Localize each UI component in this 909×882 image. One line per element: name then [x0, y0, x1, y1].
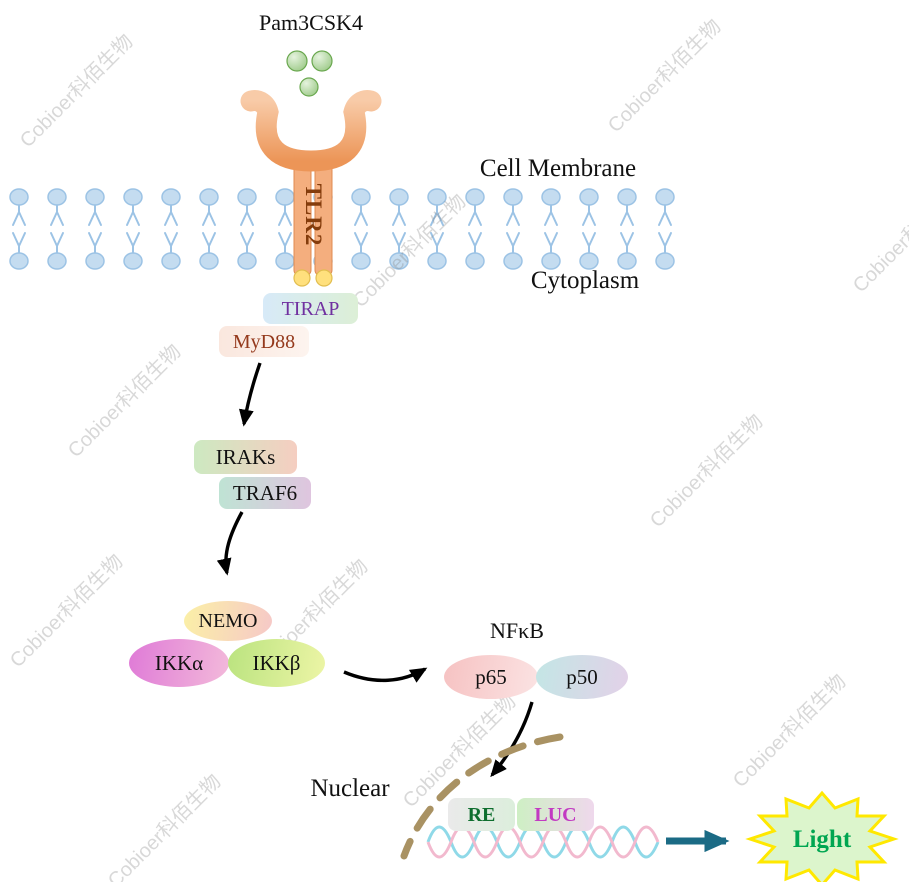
pam3csk4-ligand-dots: [286, 50, 333, 97]
luc-box: LUC: [517, 798, 594, 831]
nuclear-membrane-arc: [400, 733, 564, 860]
arrow-myd88-to-iraks: [238, 362, 262, 427]
nfkb-label: NFκB: [490, 618, 544, 643]
membrane-anchor-dot: [293, 269, 311, 287]
tlr2-receptor-shape: [240, 90, 382, 287]
traf6-box: TRAF6: [219, 477, 311, 509]
light-starburst: [745, 790, 899, 882]
cell-membrane-bilayer: [0, 186, 686, 272]
tlr2-label: TLR2: [301, 183, 326, 247]
membrane-anchor-dot: [315, 269, 333, 287]
p50-ellipse: p50: [536, 655, 628, 699]
p65-ellipse: p65: [444, 655, 538, 699]
arrow-traf6-to-ikk: [216, 511, 244, 576]
ikk-alpha-ellipse: IKKα: [129, 639, 229, 687]
cell-membrane-label: Cell Membrane: [479, 154, 637, 182]
cytoplasm-label: Cytoplasm: [530, 266, 640, 294]
arrow-nfkb-to-nucleus: [490, 701, 534, 778]
pam3csk4-label: Pam3CSK4: [259, 10, 363, 35]
light-label: Light: [792, 825, 852, 853]
iraks-box: IRAKs: [194, 440, 297, 474]
nemo-ellipse: NEMO: [184, 601, 272, 641]
myd88-box: MyD88: [219, 326, 309, 357]
ikk-beta-ellipse: IKKβ: [228, 639, 325, 687]
tirap-box: TIRAP: [263, 293, 358, 324]
re-box: RE: [448, 798, 515, 831]
dna-helix: [426, 825, 660, 859]
arrow-ikk-to-nfkb: [343, 667, 428, 683]
nuclear-label: Nuclear: [310, 774, 390, 802]
